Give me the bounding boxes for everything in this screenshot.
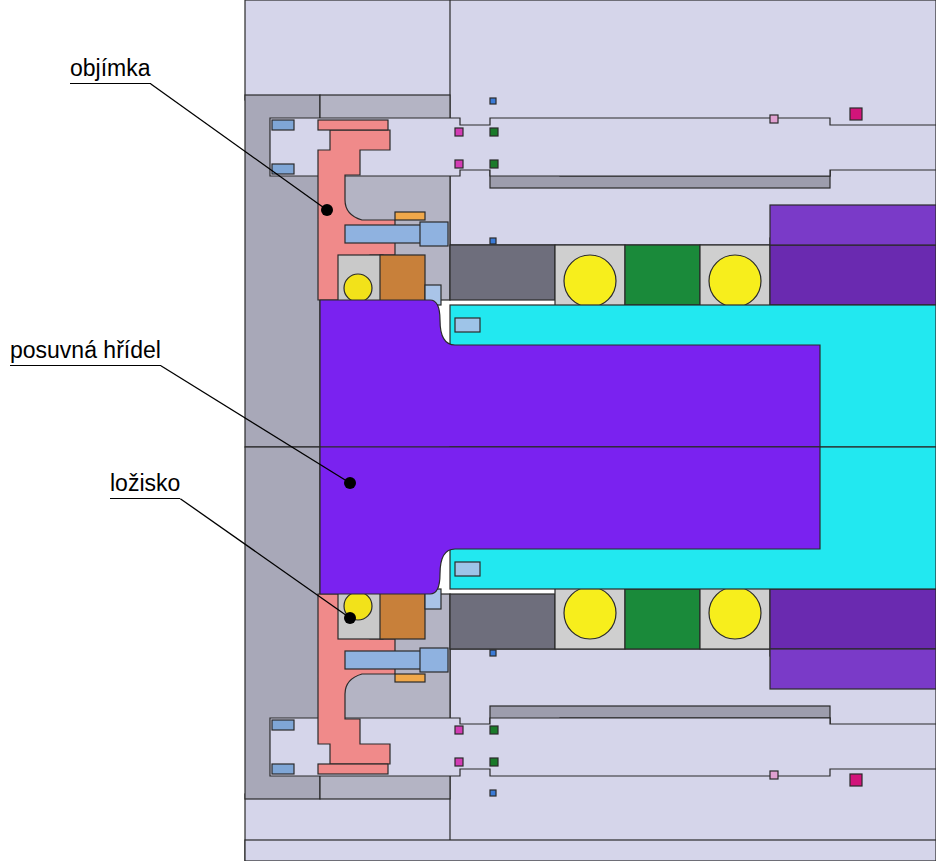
housing-edge — [245, 840, 936, 861]
part-label: posuvná hřídel — [10, 337, 161, 366]
leader-line — [151, 84, 327, 210]
leader-dot — [344, 612, 356, 624]
part-label: objímka — [70, 55, 151, 84]
leader-line — [161, 366, 350, 483]
part-label: ložisko — [110, 470, 180, 499]
lower-half — [245, 447, 936, 861]
upper-half — [245, 0, 936, 447]
leader-dot — [344, 477, 356, 489]
leader-line — [180, 499, 350, 618]
leader-dot — [321, 204, 333, 216]
